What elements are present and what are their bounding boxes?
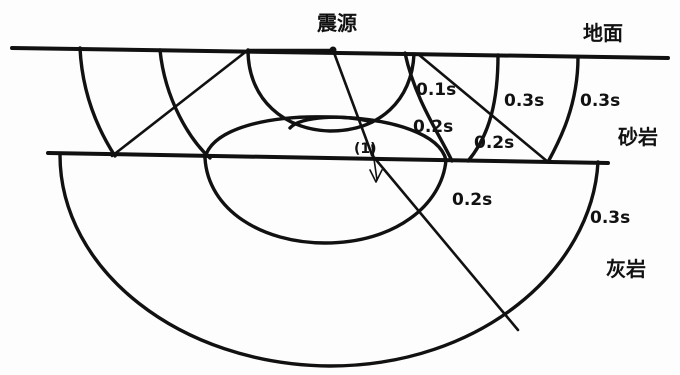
wavefront-inner-ellipse (288, 115, 374, 130)
label-ground: 地面 (583, 21, 623, 45)
wavefront-sandstone-0-1s (246, 48, 416, 133)
label-limestone: 灰岩 (606, 257, 646, 281)
wavefront-left-inner-arc (158, 48, 212, 160)
label-time-0-3s-lower: 0.3s (590, 208, 630, 228)
wavefront-limestone-0-3s (58, 153, 600, 368)
label-time-0-3s-mid: 0.3s (504, 91, 544, 111)
ground-surface-line (10, 46, 670, 60)
wavefront-sandstone-0-2s-upper (203, 115, 448, 162)
ray-left-diagonal (110, 48, 250, 158)
wavefront-right-0-2s-arc (403, 51, 454, 163)
label-time-0-1s: 0.1s (416, 80, 456, 100)
arrow-head (369, 169, 383, 183)
ray-source-down (331, 48, 374, 157)
label-time-0-2s-upper: 0.2s (413, 117, 453, 137)
label-time-0-2s-lower: 0.2s (452, 190, 492, 210)
layer-boundary-line (46, 151, 610, 165)
ray-right-diagonal (416, 52, 550, 164)
label-sandstone: 砂岩 (618, 125, 658, 149)
label-source: 震源 (317, 11, 357, 35)
normal-line (371, 144, 378, 181)
source-point (329, 46, 337, 54)
label-time-0-2s-right: 0.2s (474, 133, 514, 153)
label-time-0-3s-right: 0.3s (580, 91, 620, 111)
ray-refracted (370, 153, 520, 332)
wavefront-limestone-0-2s (203, 156, 448, 245)
wavefront-right-0-3s-arc-b (546, 55, 580, 164)
label-center-mark: (1) (354, 141, 377, 157)
wavefront-left-outer-arc (78, 46, 117, 158)
